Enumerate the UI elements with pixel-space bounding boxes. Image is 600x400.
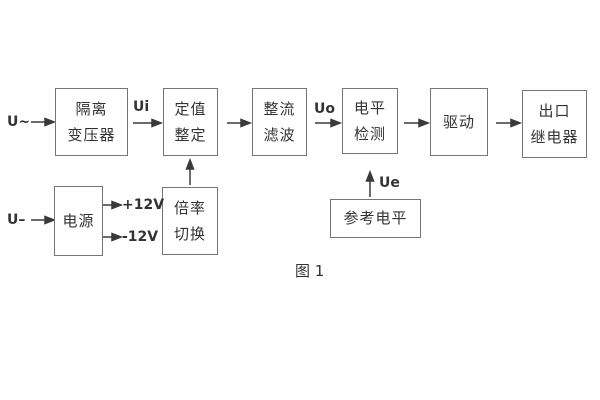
box-line: 切换 (173, 224, 206, 243)
box-driver: 驱动 (430, 88, 488, 156)
figure-caption: 图 1 (295, 262, 325, 280)
arrowhead-uo (330, 118, 343, 128)
box-isolation-transformer: 隔离 变压器 (55, 88, 128, 156)
box-line: 继电器 (530, 127, 579, 146)
label-ue: Ue (379, 175, 400, 191)
box-reference-level: 参考电平 (330, 199, 421, 238)
arrowhead-setting-to-rectifier (240, 118, 253, 128)
box-power-supply: 电源 (54, 186, 103, 256)
box-line: 驱动 (442, 112, 475, 131)
box-output-relay: 出口 继电器 (522, 90, 587, 158)
label-uo: Uo (314, 101, 335, 117)
label-ac-input: U~ (7, 114, 31, 130)
box-line: 检测 (353, 124, 386, 143)
box-setting-adjust: 定值 整定 (163, 88, 218, 156)
box-line: 电源 (62, 211, 95, 230)
arrowhead-driver-to-relay (510, 118, 523, 128)
box-line: 滤波 (263, 125, 296, 144)
box-line: 变压器 (67, 125, 116, 144)
arrowhead-dc-input (44, 215, 57, 225)
label-neg-rail: -12V (122, 229, 159, 245)
box-line: 倍率 (173, 198, 206, 217)
arrowhead-ac-input (44, 117, 57, 127)
box-line: 隔离 (75, 99, 108, 118)
arrowhead-neg-rail (111, 232, 124, 242)
label-pos-rail: +12V (122, 197, 165, 213)
box-level-detect: 电平 检测 (342, 88, 398, 154)
box-line: 整定 (174, 125, 207, 144)
label-ui: Ui (133, 99, 150, 115)
arrowhead-pos-rail (111, 200, 124, 210)
box-line: 定值 (174, 99, 207, 118)
arrowhead-ui (151, 118, 164, 128)
box-line: 电平 (353, 98, 386, 117)
arrowhead-detect-to-driver (418, 118, 431, 128)
label-dc-input: U– (7, 212, 26, 228)
arrowhead-ue (365, 169, 375, 182)
box-line: 出口 (538, 101, 571, 120)
box-line: 整流 (263, 99, 296, 118)
arrowhead-ratio-to-setting (185, 157, 195, 170)
box-line: 参考电平 (343, 209, 408, 227)
box-rectifier-filter: 整流 滤波 (252, 88, 307, 156)
box-ratio-switch: 倍率 切换 (162, 187, 218, 255)
